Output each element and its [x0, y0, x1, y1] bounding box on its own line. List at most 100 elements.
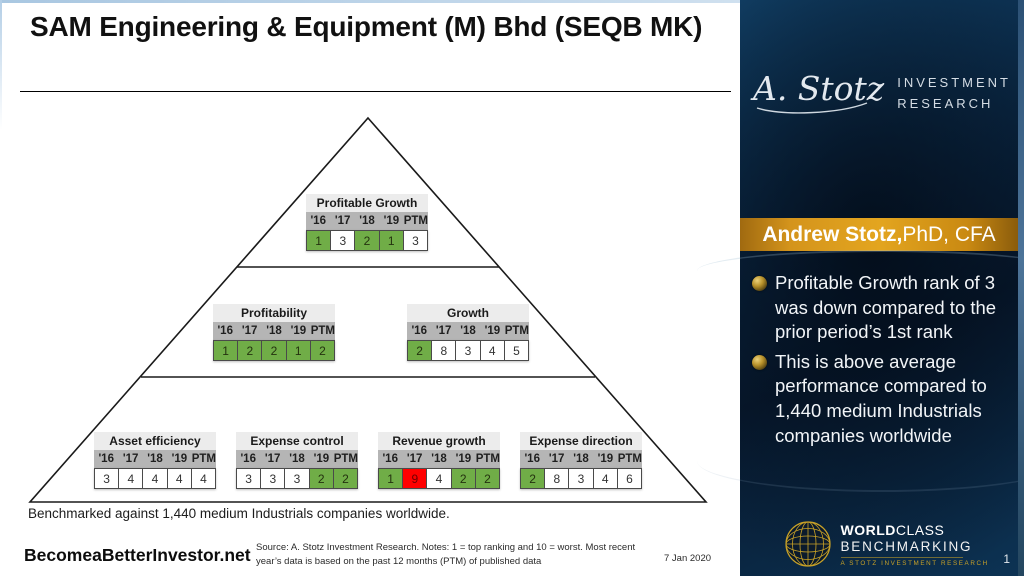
- rank-cell: 3: [260, 469, 285, 488]
- year-header-cell: '16: [411, 325, 427, 337]
- year-header-cell: '16: [98, 453, 114, 465]
- source-note-line1: Source: A. Stotz Investment Research. No…: [256, 542, 636, 553]
- website-text: BecomeaBetterInvestor.net: [24, 545, 251, 565]
- astotz-logo: A. Stotz INVESTMENT RESEARCH: [740, 72, 1024, 115]
- year-header-cell: '18: [359, 215, 375, 227]
- rank-cell: 1: [379, 469, 403, 488]
- year-header-cell: '18: [460, 325, 476, 337]
- year-header-cell: '19: [171, 453, 188, 465]
- year-header-cell: '19: [290, 325, 307, 337]
- year-header-cell: '17: [334, 215, 351, 227]
- year-header-cell: '19: [313, 453, 330, 465]
- year-header-cell: '17: [406, 453, 423, 465]
- year-header-cell: '16: [310, 215, 326, 227]
- slide-top-edge: [0, 0, 740, 3]
- rank-cell: 8: [544, 469, 569, 488]
- year-header-cell: '16: [217, 325, 233, 337]
- rank-cell: 3: [455, 341, 480, 360]
- bullet-item: Profitable Growth rank of 3 was down com…: [752, 271, 1014, 345]
- rank-cell: 9: [402, 469, 427, 488]
- page-title: SAM Engineering & Equipment (M) Bhd (SEQ…: [30, 11, 703, 42]
- year-header-cell: PTM: [333, 453, 358, 465]
- rank-cell: 8: [431, 341, 456, 360]
- signature-flourish-icon: [756, 102, 868, 114]
- rank-cell: 3: [402, 231, 428, 250]
- block-title: Profitable Growth: [306, 194, 428, 212]
- year-header-cell: PTM: [191, 453, 216, 465]
- benchmark-note: Benchmarked against 1,440 medium Industr…: [28, 506, 450, 521]
- author-name: Andrew Stotz,: [762, 222, 903, 246]
- block-title: Expense control: [236, 432, 358, 450]
- year-header-cell: '17: [264, 453, 281, 465]
- year-header-cell: '17: [548, 453, 565, 465]
- rank-cell: 1: [378, 231, 403, 250]
- year-header-cell: '18: [573, 453, 589, 465]
- brand-benchmarking: BENCHMARKING: [840, 538, 973, 554]
- rank-cell: 2: [450, 469, 475, 488]
- globe-bullet-icon: [752, 276, 767, 291]
- rank-cell: 2: [309, 341, 335, 360]
- rank-cell: 1: [285, 341, 310, 360]
- brand-word1: WORLD: [840, 521, 896, 538]
- rank-cell: 4: [166, 469, 191, 488]
- rank-cell: 3: [237, 469, 261, 488]
- bullet-text: This is above average performance compar…: [775, 350, 987, 446]
- year-header-cell: PTM: [504, 325, 529, 337]
- rank-cell: 4: [118, 469, 143, 488]
- year-header-cell: '17: [241, 325, 258, 337]
- brand-worldclass: WORLDCLASS: [841, 522, 963, 538]
- logo-caps-line2: RESEARCH: [897, 95, 994, 111]
- rank-cell: 3: [330, 231, 355, 250]
- year-header-cell: '17: [122, 453, 139, 465]
- rank-cell: 5: [503, 341, 529, 360]
- block-title: Expense direction: [520, 432, 642, 450]
- block-title: Revenue growth: [378, 432, 500, 450]
- astotz-signature: A. Stotz: [753, 72, 884, 115]
- rank-cell: 1: [307, 231, 331, 250]
- slide-date: 7 Jan 2020: [664, 553, 712, 564]
- rank-cell: 2: [237, 341, 262, 360]
- year-header-cell: '19: [383, 215, 400, 227]
- rank-cell: 2: [332, 469, 358, 488]
- year-header-cell: '16: [524, 453, 540, 465]
- rank-cell: 2: [408, 341, 432, 360]
- rank-cell: 4: [142, 469, 167, 488]
- rank-cell: 4: [190, 469, 216, 488]
- block-title: Profitability: [213, 304, 335, 322]
- rank-cell: 2: [308, 469, 333, 488]
- logo-caps-line1: INVESTMENT: [897, 75, 1011, 91]
- rank-cell: 2: [474, 469, 500, 488]
- year-header-cell: '19: [484, 325, 501, 337]
- year-header-cell: '17: [435, 325, 452, 337]
- rank-cell: 4: [426, 469, 451, 488]
- block-title: Asset efficiency: [94, 432, 216, 450]
- year-header-cell: '18: [266, 325, 282, 337]
- signature-text: A. Stotz: [753, 69, 885, 108]
- rank-cell: 1: [214, 341, 238, 360]
- title-underline: [20, 91, 731, 92]
- slide-left-edge: [0, 0, 2, 130]
- page-number: 1: [1003, 552, 1010, 566]
- decor-arc-bottom: [697, 430, 1024, 492]
- pyramid-outline: [28, 116, 708, 503]
- rank-cell: 3: [568, 469, 593, 488]
- source-note: Source: A. Stotz Investment Research. No…: [256, 541, 656, 570]
- bullet-text: Profitable Growth rank of 3 was down com…: [775, 272, 997, 343]
- author-credentials: PhD, CFA: [902, 222, 996, 246]
- rank-cell: 2: [354, 231, 379, 250]
